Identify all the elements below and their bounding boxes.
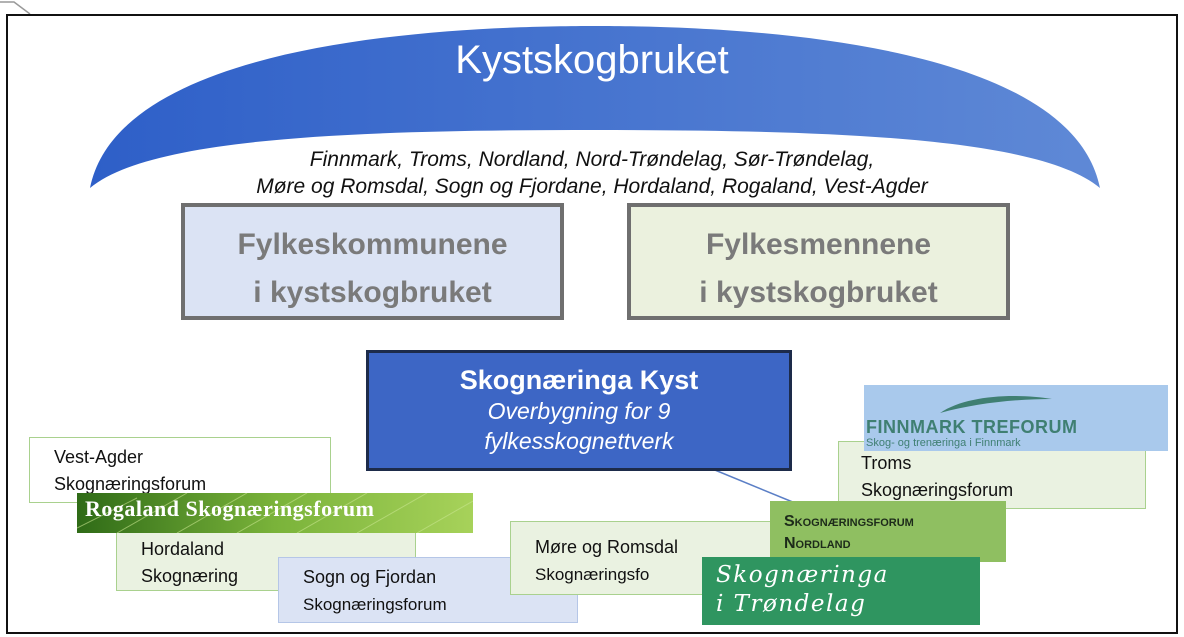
skognaeringa-kyst-title: Skognæringa Kyst [459, 365, 699, 395]
regions-line-2: Møre og Romsdal, Sogn og Fjordane, Horda… [256, 175, 928, 198]
more-line-2: Skognæringsfo [535, 565, 650, 584]
fylkesmennene-box: Fylkesmennene i kystskogbruket [627, 203, 1010, 320]
more-line-1: Møre og Romsdal [535, 537, 679, 557]
leaf-texture-icon [77, 493, 473, 533]
connector-line [709, 467, 801, 506]
finnmark-subtitle: Skog- og trenæringa i Finnmark [866, 437, 1021, 449]
sogn-line-2: Skognæringsforum [303, 595, 447, 614]
troms-forum: Troms Skognæringsforum [838, 441, 1146, 509]
finnmark-title: FINNMARK TREFORUM [866, 417, 1078, 437]
nordland-forum: Skognæringsforum Nordland [770, 501, 1006, 562]
rogaland-forum: Rogaland Skognæringsforum [77, 493, 473, 533]
vest-agder-line-2: Skognæringsforum [54, 474, 207, 494]
arch-title: Kystskogbruket [455, 38, 729, 82]
hordaland-line-2: Skognæring [141, 566, 239, 586]
swoosh-logo-icon [940, 395, 1052, 413]
troms-line-1: Troms [861, 453, 912, 473]
fylkeskommunene-box: Fylkeskommunene i kystskogbruket [181, 203, 564, 320]
troms-line-2: Skognæringsforum [861, 480, 1014, 500]
nordland-line-1: Skognæringsforum [784, 513, 914, 530]
finnmark-forum: FINNMARK TREFORUM Skog- og trenæringa i … [864, 385, 1168, 451]
nordland-line-2: Nordland [784, 535, 851, 552]
skognaeringa-kyst-line-2: fylkesskognettverk [484, 428, 674, 454]
fylkesmennene-line-1: Fylkesmennene [705, 228, 932, 261]
rogaland-label: Rogaland Skognæringsforum [85, 496, 375, 521]
fylkeskommunene-line-2: i kystskogbruket [253, 276, 492, 309]
hordaland-line-1: Hordaland [141, 539, 225, 559]
fylkesmennene-line-2: i kystskogbruket [699, 276, 938, 309]
trondelag-line-1: Skognæringa [716, 562, 889, 588]
kystskogbruket-arch [90, 26, 1100, 188]
sogn-line-1: Sogn og Fjordan [303, 567, 437, 587]
corner-shape-icon [0, 1, 31, 14]
fylkeskommunene-line-1: Fylkeskommunene [237, 228, 508, 261]
skognaeringa-kyst-line-1: Overbygning for 9 [487, 398, 671, 424]
skognaeringa-kyst-box: Skognæringa Kyst Overbygning for 9 fylke… [366, 350, 792, 471]
regions-list: Finnmark, Troms, Nordland, Nord-Trøndela… [0, 146, 1184, 200]
trondelag-forum: Skognæringa i Trøndelag [702, 557, 980, 625]
vest-agder-forum: Vest-Agder Skognæringsforum [29, 437, 331, 503]
trondelag-line-2: i Trøndelag [716, 591, 867, 617]
vest-agder-line-1: Vest-Agder [54, 447, 144, 467]
regions-line-1: Finnmark, Troms, Nordland, Nord-Trøndela… [309, 148, 875, 171]
